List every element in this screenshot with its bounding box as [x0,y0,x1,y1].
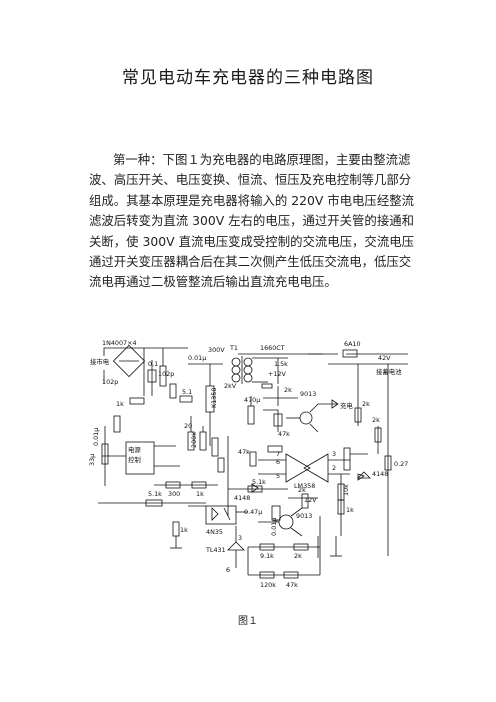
label-2kv: 2kV [224,382,237,390]
label-power-ic: 电源 [128,445,141,454]
label-pin2: 2 [332,464,336,472]
label-r5-1k-b: 5.1k [148,490,162,498]
label-r2k-c: 2k [372,416,380,424]
document-title: 常见电动车充电器的三种电路图 [122,68,374,88]
paragraph-line: 波、高压开关、电压变换、恒流、恒压及充电控制等几部分 [89,172,412,188]
label-r2k-e: 2k [294,552,302,560]
label-d4148-a: 4148 [234,494,250,502]
label-c001b: 0.01μ [92,428,100,446]
label-r20: 20 [184,422,192,430]
label-c102p-a: 102p [102,378,118,386]
label-transformer: T1 [229,344,238,352]
label-r200k: 200k [190,432,198,448]
schematic-wires [98,344,408,579]
label-charge-led: 充电 [340,401,353,410]
label-pin-a: 6 [226,566,230,574]
label-mosfet: K1358 [210,388,218,408]
circuit-schematic-figure: 1N4007×4 接市电 0.01μ 300V T1 1660CT 6A10 4… [88,336,414,598]
label-r1k-a: 1k [116,400,124,408]
label-300v: 300V [208,346,225,354]
paragraph-line: 滤波后转变为直流 300V 左右的电压，通过开关管的接通和 [89,213,414,229]
label-d4148-b: 4148 [372,470,388,478]
label-c047: 0.47μ [244,508,262,516]
label-r2k-b: 2k [362,400,370,408]
label-pin3: 3 [332,450,336,458]
label-c001: 0.01μ [188,354,206,362]
label-c01: 0.1 [148,360,158,368]
label-optocoupler: 4N35 [206,528,223,536]
circuit-schematic: 1N4007×4 接市电 0.01μ 300V T1 1660CT 6A10 4… [88,339,408,589]
label-battery: 接蓄电池 [376,367,402,376]
label-c102p-b: 102p [158,370,174,378]
label-pin7: 7 [276,450,280,458]
label-pin5: 5 [276,472,280,480]
label-pin-k: 3 [238,534,242,542]
schematic-labels: 1N4007×4 接市电 0.01μ 300V T1 1660CT 6A10 4… [88,339,408,589]
paragraph-line: 通过开关变压器耦合后在其二次侧产生低压交流电，低压交 [89,254,412,270]
label-r2k-a: 2k [284,386,292,394]
label-470u: 470μ [244,396,260,404]
label-fuse: 6A10 [344,340,361,348]
label-tl431: TL431 [205,546,226,554]
paragraph-line: 第一种：下图１为充电器的电路原理图，主要由整流滤 [113,152,411,167]
label-diode-bridge: 1N4007×4 [102,339,137,347]
label-1660ct: 1660CT [260,344,285,352]
label-42v: 42V [378,354,391,362]
label-pin6: 6 [276,458,280,466]
paragraph-line: 流电再通过二极管整流后输出直流充电电压。 [89,274,337,290]
label-r47k-b: 47k [238,448,250,456]
label-9013-a: 9013 [300,390,316,398]
label-ctrl-ic: 控制 [128,455,141,464]
label-1-5k: 1.5k [274,360,288,368]
label-r1k-b: 1k [196,490,204,498]
label-r10k: 10k [342,484,350,496]
label-r5-1k-a: 5.1k [252,478,266,486]
label-plus12v-b: 12V [304,496,317,504]
label-r120k: 120k [260,581,276,589]
label-c33: 33μ [88,454,96,466]
label-r47k-c: 47k [286,581,298,589]
label-c0-01: 0.01μ [270,518,278,536]
label-plus12v-a: +12V [268,370,286,378]
paragraph-line: 组成。其基本原理是充电器将输入的 220V 市电电压经整流 [89,192,414,208]
label-r1k-d: 1k [180,526,188,534]
figure-caption: 图１ [238,616,258,627]
body-paragraph: 第一种：下图１为充电器的电路原理图，主要由整流滤 波、高压开关、电压变换、恒流、… [89,150,414,293]
label-r300: 300 [168,490,180,498]
label-r027: 0.27 [394,460,408,468]
label-r1k-c: 1k [346,506,354,514]
paragraph-line: 关断，使 300V 直流电压变成受控制的交流电压，交流电压 [89,233,414,249]
label-9013-b: 9013 [296,512,312,520]
label-r5-1: 5.1 [182,388,192,396]
label-r47k-a: 47k [278,430,290,438]
label-r2k-d: 2k [298,486,306,494]
label-lm358: LM358 [294,482,315,490]
label-r9-1k: 9.1k [260,552,274,560]
label-mains-in: 接市电 [90,357,110,366]
